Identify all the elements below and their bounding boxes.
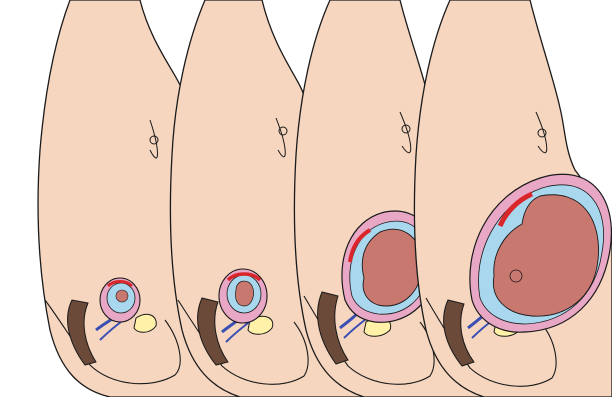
embryo: [116, 290, 128, 302]
fetus: [235, 281, 253, 306]
bladder: [134, 314, 156, 332]
figure-stage-4: [414, 0, 612, 397]
